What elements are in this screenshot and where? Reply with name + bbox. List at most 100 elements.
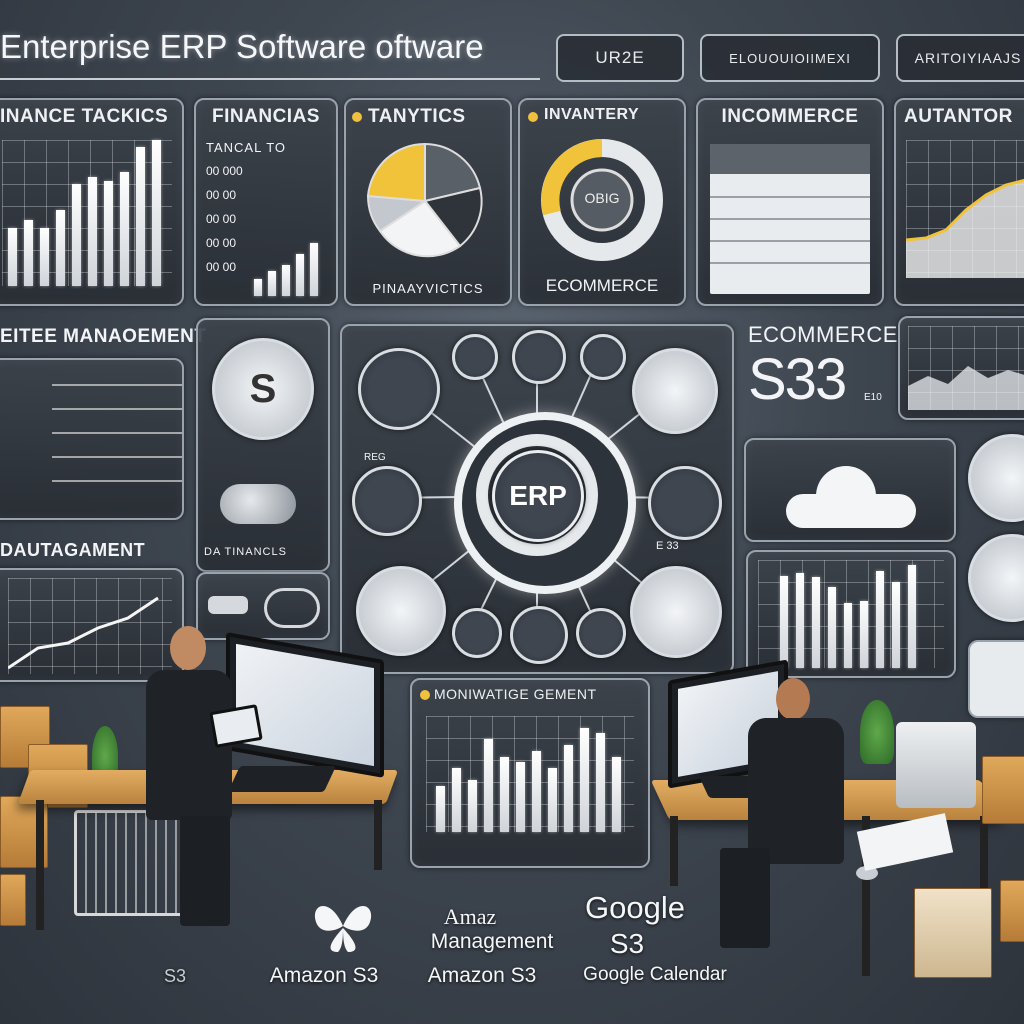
amazon-s3-text: Amazon S3 [269, 964, 379, 987]
google-text: Google [585, 890, 685, 925]
power-node-icon[interactable] [630, 566, 722, 658]
chat-node-icon[interactable] [358, 348, 440, 430]
chart-bar [780, 576, 788, 668]
panel-title: AUTANTOR [904, 106, 1013, 127]
inventory-panel[interactable]: INVANTERY OBIG ECOMMERCE [518, 98, 686, 306]
financial-row: 00 000 [206, 164, 243, 178]
chart-bar [580, 727, 589, 832]
analytics-panel[interactable]: TANYTICS PINAAYVICTICS [344, 98, 512, 306]
performance-panel[interactable] [746, 550, 956, 678]
finance-tactics-panel[interactable]: INANCE TACKICS [0, 98, 184, 306]
google-calendar-text: Google Calendar [583, 964, 727, 985]
automation-panel[interactable]: AUTANTOR [894, 98, 1024, 306]
chart-bar [282, 265, 290, 296]
target-node-icon[interactable] [632, 348, 718, 434]
management-chart-panel[interactable]: MONIWATIGE GEMENT [410, 678, 650, 868]
chart-bar [24, 220, 33, 286]
desk-leg [862, 816, 870, 976]
status-dot [420, 690, 430, 700]
shopping-cart-icon[interactable] [74, 810, 200, 916]
status-dot [528, 112, 538, 122]
incommerce-panel[interactable]: INCOMMERCE [696, 98, 884, 306]
chart-bar [892, 581, 900, 668]
chart-bar [564, 745, 573, 832]
erp-center[interactable]: ERP [492, 450, 584, 542]
data-management-label: DAUTAGAMENT [0, 540, 146, 560]
chart-grid [758, 560, 944, 668]
chart-bar [484, 739, 493, 832]
plant-icon [860, 700, 894, 764]
settings-node-icon[interactable] [452, 334, 498, 380]
chart-grid [908, 326, 1024, 410]
e10-label: E10 [864, 392, 882, 403]
cardboard-box [0, 874, 26, 926]
printer-icon [896, 722, 976, 808]
chart-bar [532, 750, 541, 832]
list-row [52, 384, 182, 386]
chart-bar [40, 227, 49, 286]
cloud-panel[interactable] [744, 438, 956, 542]
report-card-panel[interactable] [968, 640, 1024, 718]
chart-bar [452, 768, 461, 832]
site-management-panel[interactable] [0, 358, 184, 520]
refresh-node-icon[interactable] [510, 606, 568, 664]
header-pill-2[interactable]: ELOUOUIOIIMEXI [700, 34, 880, 82]
chart-bar [104, 180, 113, 286]
folder-node-icon[interactable] [356, 566, 446, 656]
link-node-icon[interactable] [580, 334, 626, 380]
header-pill-3[interactable]: ARITOIYIAAJS [896, 34, 1024, 82]
chart-bar [876, 570, 884, 668]
chart-bar [812, 577, 820, 668]
desk-leg [374, 800, 382, 870]
panel-title: INVANTERY [544, 106, 640, 123]
pie-chart [366, 142, 483, 258]
metrics-panel[interactable] [898, 316, 1024, 420]
globe-icon[interactable] [968, 534, 1024, 622]
app-title: Enterprise ERP Software oftware [0, 28, 484, 65]
clipboard-node-icon[interactable] [648, 466, 722, 540]
cloud-stack-icon [220, 484, 296, 524]
erp-hub-panel[interactable]: REG ERP [340, 324, 734, 674]
google-s3-text: S3 [609, 928, 645, 959]
butterfly-logo-icon [314, 905, 372, 952]
header-pill-1[interactable]: UR2E [556, 34, 684, 82]
area-chart [908, 366, 1024, 410]
desk-leg [980, 816, 988, 906]
chart-bar [908, 565, 916, 668]
storage-panel[interactable]: S DA TINANCLS [196, 318, 330, 572]
globe-icon[interactable] [968, 434, 1024, 522]
paper-chart [856, 813, 954, 871]
desk-leg [36, 800, 44, 930]
management-text: Management [430, 930, 554, 953]
chart-bar [254, 279, 262, 296]
data-management-panel[interactable] [0, 568, 184, 682]
mouse-icon[interactable] [856, 866, 878, 880]
desk-leg [670, 816, 678, 886]
person-head [170, 626, 206, 670]
sync-node-icon[interactable] [452, 608, 502, 658]
document-node-icon[interactable] [352, 466, 422, 536]
financials-panel[interactable]: FINANCIAS TANCAL TO 00 000 00 00 00 00 0… [194, 98, 338, 306]
chart-bar [268, 270, 276, 296]
panel-caption: PINAAYVICTICS [372, 281, 484, 296]
person-right [720, 678, 850, 948]
s3-left-text: S3 [163, 966, 187, 986]
chart-bar [612, 756, 621, 832]
cardboard-box [982, 756, 1024, 824]
cloud-icon[interactable] [786, 466, 916, 528]
area-chart [906, 178, 1024, 278]
panel-subtitle: TANCAL TO [206, 140, 287, 155]
tag-node-icon[interactable] [512, 330, 566, 384]
list-row [52, 480, 182, 482]
equipment-panel[interactable] [196, 572, 330, 640]
ecommerce-label: ECOMMERCE [748, 322, 898, 347]
s-storage-icon[interactable]: S [212, 338, 314, 440]
chart-bar [152, 140, 161, 286]
cardboard-box [914, 888, 992, 978]
chart-bar [548, 768, 557, 832]
chart-bar [8, 227, 17, 286]
mini-chart [254, 240, 328, 296]
amazon-small-text: Amaz [443, 904, 497, 929]
user-node-icon[interactable] [576, 608, 626, 658]
chart-bar [136, 147, 145, 286]
